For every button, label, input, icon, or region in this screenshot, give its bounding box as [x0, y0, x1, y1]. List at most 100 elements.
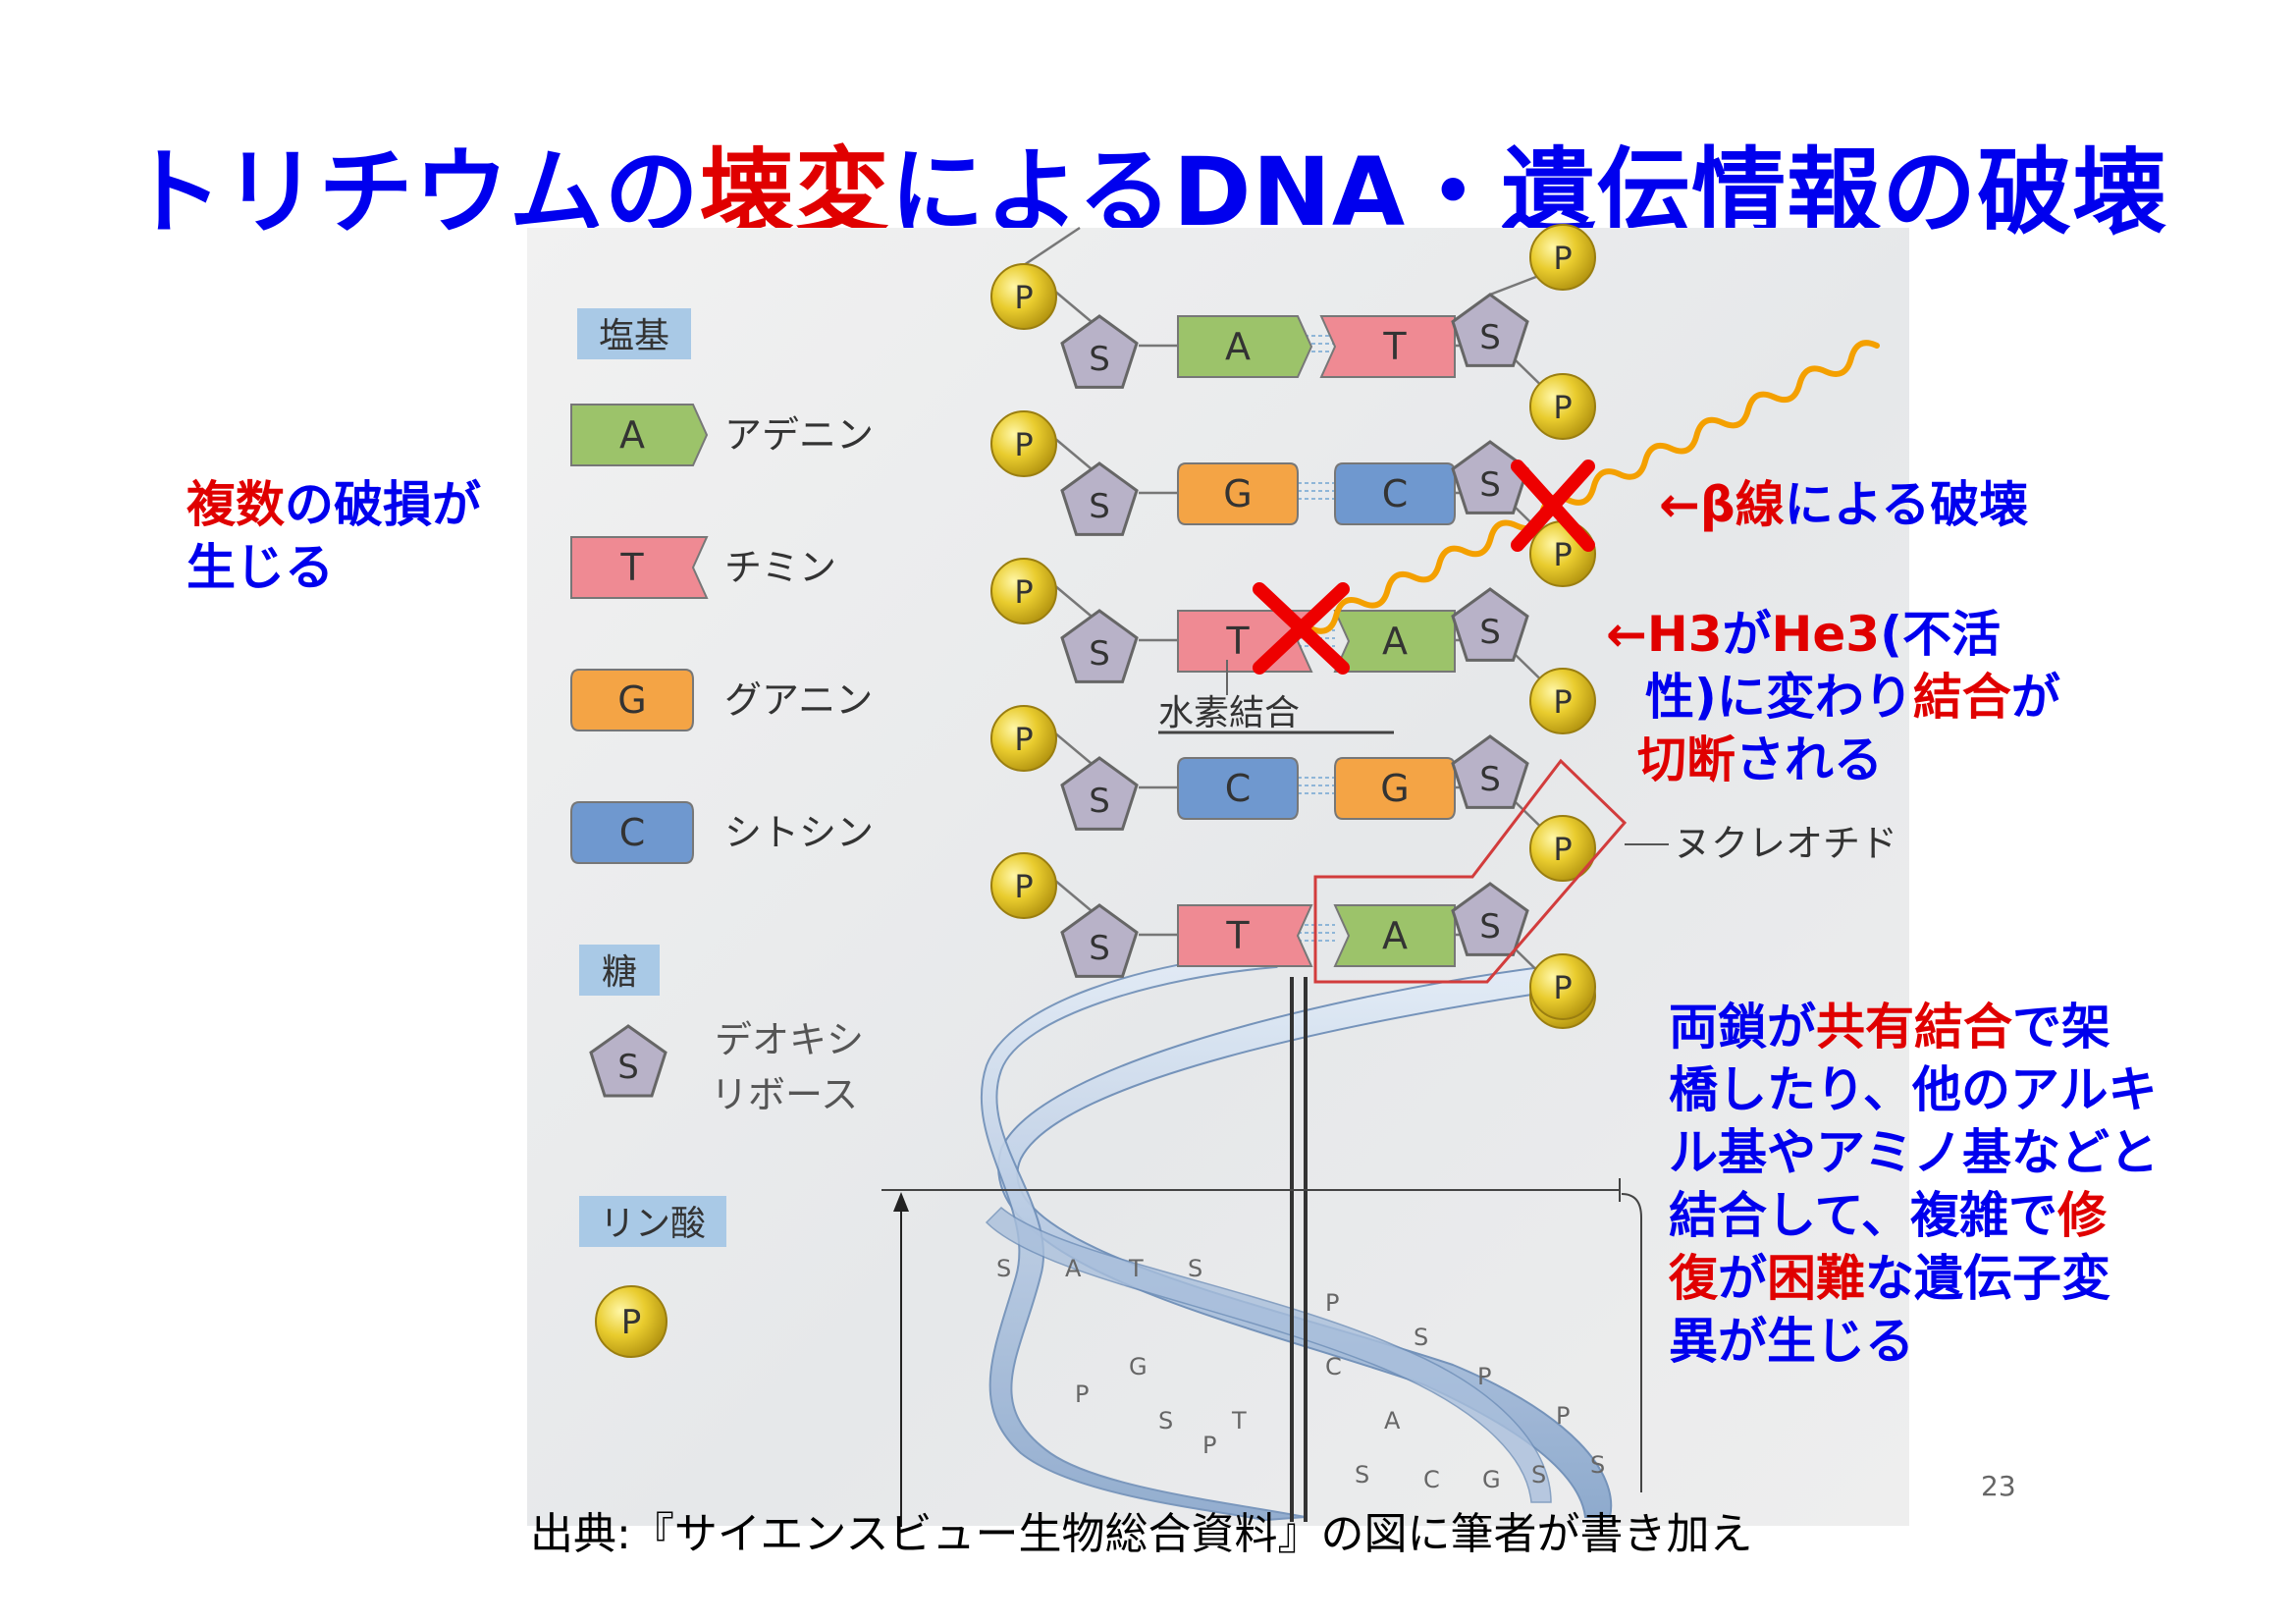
base-right-t: [1319, 315, 1456, 378]
helix-base-label: T: [1128, 1255, 1144, 1282]
legend-base-g-letter: G: [617, 678, 646, 722]
double-helix: [980, 950, 1613, 1522]
sugar-left-pentagon-icon: [1060, 756, 1139, 831]
base-right-a: [1333, 610, 1456, 673]
helix-base-label: T: [1231, 1407, 1247, 1435]
base-right-a-letter: A: [1382, 620, 1408, 663]
legend-base-name-a: アデニン: [724, 413, 874, 457]
h3-line2-end: が: [2010, 669, 2060, 726]
legend-base-header-box: [577, 308, 691, 359]
legend-base-g: [570, 669, 694, 731]
helix-base-label: S: [996, 1255, 1011, 1282]
base-left-t-letter: T: [1225, 620, 1250, 663]
sugar-right-label: S: [1479, 760, 1501, 799]
base-left-a: [1177, 315, 1313, 378]
helix-base-label: G: [1482, 1466, 1501, 1493]
legend-base-name-t: チミン: [724, 546, 836, 589]
beta-ray-text: β線: [1699, 476, 1785, 533]
phosphate-left-ball-icon: [990, 852, 1057, 919]
legend-base-name-g: グアニン: [724, 678, 873, 722]
crosslink-l1-red: 共有結合: [1816, 999, 2012, 1056]
helix-base-label: S: [1531, 1461, 1546, 1489]
helix-axis: [881, 977, 1642, 1527]
crosslink-l5-red1: 復: [1669, 1250, 1718, 1307]
break-mark-sugar: [1511, 460, 1595, 552]
sugar-left-label: S: [1089, 929, 1110, 968]
helix-base-label: S: [1355, 1461, 1369, 1489]
h3-note-line-3: 切断される: [1606, 729, 2060, 791]
crosslink-l4-blue: 結合して、複雑で: [1669, 1187, 2057, 1244]
legend-sugar-letter: S: [617, 1048, 639, 1087]
phosphate-right-ball-icon-label: P: [1553, 831, 1572, 868]
legend-sugar-name-1: デオキシ: [715, 1018, 864, 1061]
h3-note: ←H3がHe3(不活 性)に変わり結合が 切断される: [1606, 603, 2060, 791]
phosphate-right-ball-icon: [1529, 668, 1596, 734]
beta-ray-note: ←β線による破壊: [1659, 473, 2028, 536]
sugar-right-label: S: [1479, 907, 1501, 947]
helix-base-label: C: [1325, 1353, 1342, 1380]
helix-base-label: P: [1556, 1402, 1570, 1430]
sugar-right-pentagon-icon: [1451, 882, 1529, 956]
base-right-g-letter: G: [1380, 767, 1409, 810]
h3-arrow: ←: [1606, 606, 1647, 663]
base-left-c: [1177, 757, 1299, 820]
nucleotide-outline: [1313, 758, 1628, 984]
hydrogen-bond-label: 水素結合: [1158, 693, 1300, 733]
base-right-t-letter: T: [1382, 325, 1407, 368]
sugar-left-pentagon-icon: [1060, 314, 1139, 389]
legend-base-t-letter: T: [619, 546, 644, 589]
break-mark-base: [1253, 582, 1350, 675]
h3-line2-red: 結合: [1912, 669, 2011, 726]
phosphate-left-ball-icon-label: P: [1014, 721, 1033, 758]
base-right-a: [1333, 904, 1456, 967]
base-right-c-letter: C: [1382, 472, 1409, 515]
phosphate-right-top-ball-icon: [1529, 224, 1596, 291]
helix-base-label: C: [1423, 1466, 1440, 1493]
multiple-damage-line-2: 生じる: [187, 539, 334, 596]
legend-phosphate-header: リン酸: [600, 1204, 706, 1244]
helix-base-label: P: [1477, 1363, 1491, 1390]
page-number: 23: [1981, 1470, 2016, 1502]
legend-base-t: [570, 536, 709, 599]
helix-base-label: S: [1590, 1451, 1605, 1479]
multiple-damage-red: 複数: [187, 476, 285, 533]
base-left-c-letter: C: [1225, 767, 1252, 810]
phosphate-right-ball-icon-label: P: [1553, 683, 1572, 721]
crosslink-line-4: 結合して、複雑で修: [1669, 1184, 2159, 1247]
sugar-left-label: S: [1089, 487, 1110, 526]
crosslink-l1-end: で架: [2012, 999, 2110, 1056]
helix-base-label: A: [1065, 1255, 1082, 1282]
helix-base-label: P: [1325, 1289, 1339, 1317]
base-left-g: [1177, 462, 1299, 525]
sugar-left-label: S: [1089, 634, 1110, 674]
base-pairs: ATSSPPGCSSPPTASSPPCGSSPPTASSPPPP: [990, 224, 1596, 1029]
legend-phosphate-ball-icon: [595, 1285, 667, 1358]
legend-base-a: [570, 404, 709, 466]
sugar-left-label: S: [1089, 340, 1110, 379]
h3-mid: が: [1722, 606, 1772, 663]
helix-base-label: P: [1202, 1432, 1216, 1459]
helix-ribbon-inner: [985, 1206, 1552, 1503]
sugar-left-pentagon-icon: [1060, 903, 1139, 978]
helix-base-label: S: [1188, 1255, 1202, 1282]
multiple-damage-line-1: 複数の破損が: [187, 473, 481, 536]
he3-text: He3: [1771, 606, 1881, 663]
phosphate-right-top-ball-icon-label: P: [1553, 240, 1572, 277]
h3-rest: (不活: [1880, 606, 2001, 663]
crosslink-note: 両鎖が共有結合で架 橋したり、他のアルキ ル基やアミノ基などと 結合して、複雑で…: [1669, 996, 2159, 1373]
crosslink-l1-blue: 両鎖が: [1669, 999, 1816, 1056]
legend-sugar-pentagon-icon: [589, 1024, 667, 1098]
phosphate-left-ball-icon: [990, 410, 1057, 477]
legend-sugar-header: 糖: [602, 952, 637, 993]
phosphate-left-ball-icon-label: P: [1014, 868, 1033, 905]
helix-base-label: S: [1158, 1407, 1173, 1435]
helix-base-label: G: [1129, 1353, 1148, 1380]
legend-base-a-letter: A: [619, 413, 645, 457]
crosslink-line-2: 橋したり、他のアルキ: [1669, 1061, 2158, 1118]
phosphate-left-ball-icon: [990, 558, 1057, 624]
crosslink-l5-blue2: な遺伝子変: [1865, 1250, 2110, 1307]
legend-base-header: 塩基: [599, 316, 669, 356]
phosphate-right-ball-icon: [1529, 373, 1596, 440]
